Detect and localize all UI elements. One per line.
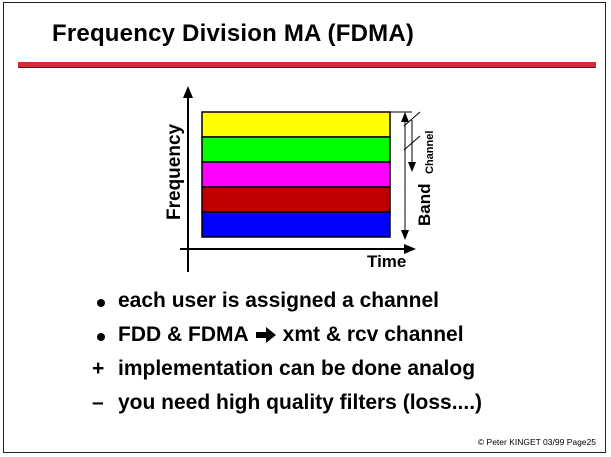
footer: © Peter KINGET 03/99 Page25 <box>478 437 596 447</box>
bullet-item: each user is assigned a channel <box>92 284 482 318</box>
bullet-dot-icon <box>97 299 105 307</box>
x-axis-arrowhead <box>404 244 416 254</box>
slide-frame <box>3 2 606 453</box>
bullet-item: + implementation can be done analog <box>92 352 482 386</box>
band-2 <box>201 136 391 163</box>
bullet-text: each user is assigned a channel <box>118 289 439 312</box>
band-5 <box>201 211 391 238</box>
bullet-item: FDD & FDMA xmt & rcv channel <box>92 318 482 352</box>
right-arrow-icon <box>255 327 276 343</box>
band-label: Band <box>415 184 434 227</box>
slide-title: Frequency Division MA (FDMA) <box>52 20 415 47</box>
channel-tick-top <box>403 111 421 127</box>
title-rule <box>18 62 596 68</box>
y-axis-arrowhead <box>183 86 193 98</box>
bullet-plus-marker: + <box>92 357 105 380</box>
bullet-text: implementation can be done analog <box>118 357 476 380</box>
bullet-marker <box>92 289 118 313</box>
bullet-minus-marker: – <box>92 391 104 414</box>
bullet-item: – you need high quality filters (loss...… <box>92 386 482 420</box>
band-4 <box>201 186 391 213</box>
bullet-marker <box>92 323 118 347</box>
bullet-list: each user is assigned a channel FDD & FD… <box>92 284 482 420</box>
bullet-text-before: FDD & FDMA <box>118 323 249 346</box>
band-arrowhead-bottom <box>401 230 409 240</box>
bullet-dot-icon <box>97 333 105 341</box>
x-axis-label: Time <box>367 252 406 271</box>
band-3 <box>201 161 391 188</box>
bullet-text-after: xmt & rcv channel <box>282 323 464 346</box>
y-axis-label: Frequency <box>164 123 185 220</box>
channel-arrowhead <box>408 162 416 172</box>
band-1 <box>201 111 391 138</box>
bullet-text: you need high quality filters (loss....) <box>118 391 483 414</box>
frequency-bands <box>201 111 391 238</box>
footer-text: Peter KINGET 03/99 Page25 <box>486 437 596 447</box>
band-arrowhead-top <box>401 112 409 122</box>
copyright-icon: © <box>477 437 485 447</box>
channel-label: Channel <box>424 131 436 174</box>
